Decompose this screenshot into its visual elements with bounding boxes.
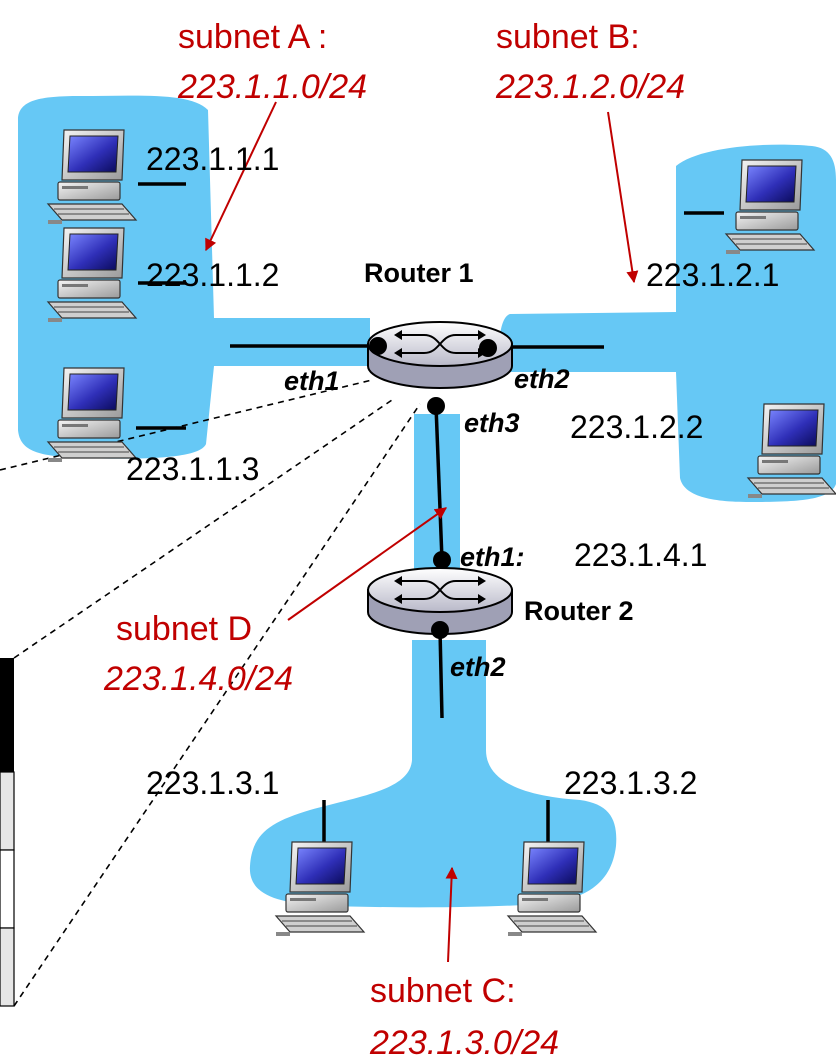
- router-1-port-label: eth3: [464, 408, 520, 438]
- router-2-port-label: eth2: [450, 652, 506, 682]
- interface-dots: [369, 337, 497, 639]
- host-ip-label: 223.1.1.3: [126, 451, 259, 487]
- host-ip-label: 223.1.1.2: [146, 257, 279, 293]
- router-1-port-label: eth1: [284, 366, 340, 396]
- router-2-eth1-ip: 223.1.4.1: [574, 537, 707, 573]
- subnet-b-cidr: 223.1.2.0/24: [495, 68, 685, 106]
- host-ip-label: 223.1.2.1: [646, 257, 779, 293]
- subnet-d-name: subnet D: [116, 610, 252, 648]
- subnet-c-cidr: 223.1.3.0/24: [369, 1024, 559, 1061]
- router-2-label: Router 2: [524, 596, 634, 626]
- router-1-port-label: eth2: [514, 364, 570, 394]
- subnet-arrows: [205, 101, 639, 963]
- host-ip-label: 223.1.3.2: [564, 765, 697, 801]
- router-2-port-label: eth1:: [460, 542, 525, 572]
- host-ip-label: 223.1.2.2: [570, 409, 703, 445]
- forwarding-table-fragment: [0, 658, 15, 1007]
- router-1-label: Router 1: [364, 258, 474, 288]
- subnet-b-name: subnet B:: [496, 18, 640, 56]
- subnet-a-name: subnet A :: [178, 18, 327, 56]
- subnet-a-cidr: 223.1.1.0/24: [177, 68, 367, 106]
- subnet-c-name: subnet C:: [370, 972, 516, 1010]
- host-ip-label: 223.1.3.1: [146, 765, 279, 801]
- subnet-c-cloud: [249, 640, 617, 908]
- callout-dashed-lines: [0, 379, 421, 1007]
- host-ip-label: 223.1.1.1: [146, 141, 279, 177]
- subnet-d-cidr: 223.1.4.0/24: [103, 660, 293, 698]
